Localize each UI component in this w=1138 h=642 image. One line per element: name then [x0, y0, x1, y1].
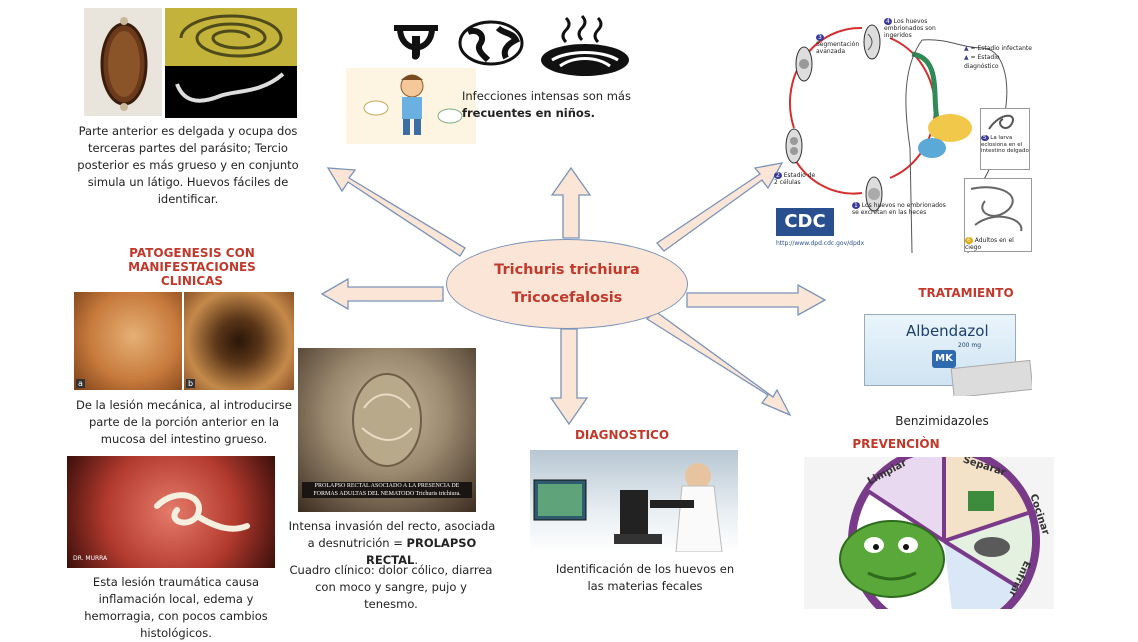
- egg-micrograph: [84, 8, 162, 116]
- arrow-left: [320, 277, 444, 311]
- diagnosis-heading: DIAGNOSTICO: [574, 428, 670, 442]
- stage5-number: 5: [981, 135, 989, 141]
- globe-icon: [458, 20, 524, 66]
- cdc-url: http://www.dpd.cdc.gov/dpdx: [776, 240, 865, 247]
- pathogenesis-heading: PATOGENESIS CON MANIFESTACIONES CLINICAS: [96, 246, 288, 288]
- adult-worm-whip-photo: [165, 66, 297, 118]
- stage5-text: La larva eclosiona en el intestino delga…: [981, 135, 1029, 154]
- contaminated-food-icon: [538, 14, 632, 78]
- endoscopy-credit: DR. MURRA: [73, 555, 108, 562]
- drug-dose: 200 mg: [958, 342, 982, 349]
- legend-diagnostic: ▲ = Estadio diagnóstico: [964, 54, 1000, 70]
- arrow-upper-left: [326, 167, 466, 257]
- stage4-text: Los huevos embrionados son ingeridos: [884, 18, 936, 39]
- worm-in-colon-photo: DR. MURRA: [67, 456, 275, 568]
- stage6-box: 6 Adultos en el ciego: [964, 178, 1032, 252]
- stage5-box: 5 La larva eclosiona en el intestino del…: [980, 108, 1030, 170]
- morphology-text: Parte anterior es delgada y ocupa dos te…: [77, 124, 299, 206]
- arrow-up: [550, 166, 592, 239]
- adult-worms-icon: [970, 186, 1023, 232]
- treatment-heading: TRATAMIENTO: [918, 286, 1014, 300]
- epidemiology-text-plain: Infecciones intensas son más: [462, 89, 631, 103]
- egg-unembryonated-icon: [865, 176, 883, 212]
- life-cycle-legend: ▲ = Estadio infectante ▲ = Estadio diagn…: [964, 44, 1034, 71]
- drug-name: Albendazol: [906, 322, 989, 340]
- invasion-text-plain: Intensa invasión del recto, asociada a d…: [288, 519, 496, 550]
- arrow-upper-right: [656, 162, 784, 252]
- trauma-text: Esta lesión traumática causa inflamación…: [84, 575, 268, 640]
- stage3-number: 3: [816, 34, 824, 41]
- egg-two-cell-icon: [785, 128, 803, 164]
- egg-embryonated-icon: [863, 24, 881, 60]
- colon-endoscopy-photo-b: b: [184, 292, 294, 390]
- arrow-lower-right: [645, 310, 792, 417]
- prolapse-caption: PROLAPSO RECTAL ASOCIADO A LA PRESENCIA …: [302, 482, 472, 498]
- tongue-icon: [388, 24, 444, 62]
- stage4-label: 4 Los huevos embrionados son ingeridos: [884, 18, 954, 39]
- stage6-number: 6: [965, 237, 973, 244]
- central-topic: Trichuris trichiura Tricocefalosis: [446, 239, 688, 329]
- pathogenesis-heading-line2: MANIFESTACIONES CLINICAS: [128, 260, 256, 288]
- epidemiology-text: Infecciones intensas son más frecuentes …: [462, 88, 642, 122]
- stage6-text: Adultos en el ciego: [965, 237, 1014, 251]
- rectal-prolapse-photo: PROLAPSO RECTAL ASOCIADO A LA PRESENCIA …: [298, 348, 476, 512]
- clinical-text: Cuadro clínico: dolor cólico, diarrea co…: [289, 563, 493, 611]
- prevention-heading: PREVENCIÒN: [852, 437, 940, 451]
- drug-logo: MK: [932, 350, 956, 368]
- photo-a-label: a: [76, 379, 85, 388]
- albendazol-box-photo: Albendazol 200 mg MK: [862, 310, 1032, 396]
- stage2-number: 2: [774, 172, 782, 179]
- food-safety-wheel: Limpiar Separar Cocinar Enfriar: [804, 457, 1054, 609]
- diagnosis-text: Identificación de los huevos en las mate…: [555, 562, 735, 593]
- pathogenesis-heading-line1: PATOGENESIS CON: [129, 246, 255, 260]
- epidemiology-text-bold: frecuentes en niños.: [462, 106, 596, 120]
- microscopy-lab-photo: [530, 450, 738, 552]
- parasite-name: Trichuris trichiura: [494, 262, 640, 278]
- egg-segmented-icon: [795, 46, 813, 82]
- photo-b-label: b: [186, 379, 196, 388]
- stage1-number: 1: [852, 202, 860, 209]
- stage4-number: 4: [884, 18, 892, 25]
- legend-infective-text: = Estadio infectante: [970, 45, 1032, 52]
- drug-class-text: Benzimidazoles: [895, 414, 989, 428]
- legend-infective: ▲ = Estadio infectante: [964, 45, 1032, 52]
- stage1-text: Los huevos no embrionados se excretan en…: [852, 202, 946, 216]
- cdc-logo: CDC: [776, 208, 834, 236]
- arrow-down: [549, 328, 589, 426]
- stage3-label: 3 Segmentación avanzada: [816, 34, 866, 55]
- arrow-right: [686, 283, 827, 317]
- disease-name: Tricocefalosis: [511, 290, 623, 306]
- lesion-text: De la lesión mecánica, al introducirse p…: [75, 398, 293, 446]
- adult-worm-coil-photo: [165, 8, 297, 66]
- invasion-text: Intensa invasión del recto, asociada a d…: [288, 518, 496, 569]
- life-cycle-arrows: [789, 26, 1008, 254]
- invasion-text-bold: PROLAPSO RECTAL: [366, 536, 477, 567]
- invasion-text-end: .: [414, 553, 418, 567]
- legend-diagnostic-text: = Estadio diagnóstico: [964, 54, 1000, 70]
- colon-endoscopy-photo-a: a: [74, 292, 182, 390]
- stage2-label: 2 Estadio de 2 células: [774, 172, 816, 186]
- stage3-text: Segmentación avanzada: [816, 41, 860, 55]
- larva-icon: [988, 114, 1014, 130]
- child-hygiene-illustration: [346, 68, 476, 144]
- stage1-label: 1 Los huevos no embrionados se excretan …: [852, 202, 952, 216]
- life-cycle-diagram: 3 Segmentación avanzada 4 Los huevos emb…: [772, 8, 1032, 258]
- stage2-text: Estadio de 2 células: [774, 172, 816, 186]
